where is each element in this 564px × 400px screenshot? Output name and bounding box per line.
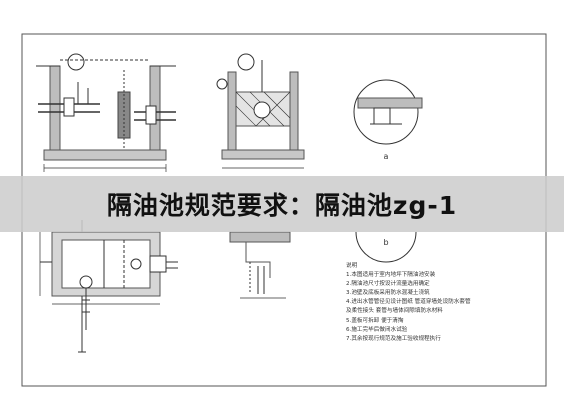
note-line: 6.施工完毕后做闭水试验	[346, 326, 408, 333]
detail-a	[353, 79, 423, 145]
detail-b	[355, 231, 417, 263]
note-line: 2.隔油池尺寸按设计流量选用确定	[346, 281, 430, 288]
section-view-3	[229, 231, 291, 299]
plan-view	[39, 220, 178, 353]
section-view-2	[216, 53, 305, 169]
note-line: 7.其余按现行规范及施工验收规程执行	[346, 335, 441, 342]
title-banner: 隔油池规范要求：隔油池zg-1	[0, 176, 564, 232]
banner-title: 隔油池规范要求：隔油池zg-1	[106, 191, 458, 220]
design-notes: 说明 1.本图适用于室内地坪下隔油池安装 2.隔油池尺寸按设计流量选用确定 3.…	[346, 262, 524, 344]
note-line: 4.进出水管管径见设计图纸 管道穿墙处设防水套管	[346, 299, 471, 306]
detail-a-label: a	[384, 152, 389, 161]
note-line: 1.本图适用于室内地坪下隔油池安装	[346, 272, 436, 279]
note-line: 及柔性接头 套管与墙体间隙填防水材料	[346, 308, 443, 315]
note-line: 5.盖板可拆卸 便于清掏	[346, 317, 404, 324]
detail-b-label: b	[383, 238, 388, 247]
section-view-1	[36, 53, 176, 172]
note-line: 3.池壁及底板采用防水混凝土浇筑	[346, 290, 430, 297]
notes-heading: 说明	[346, 263, 358, 269]
